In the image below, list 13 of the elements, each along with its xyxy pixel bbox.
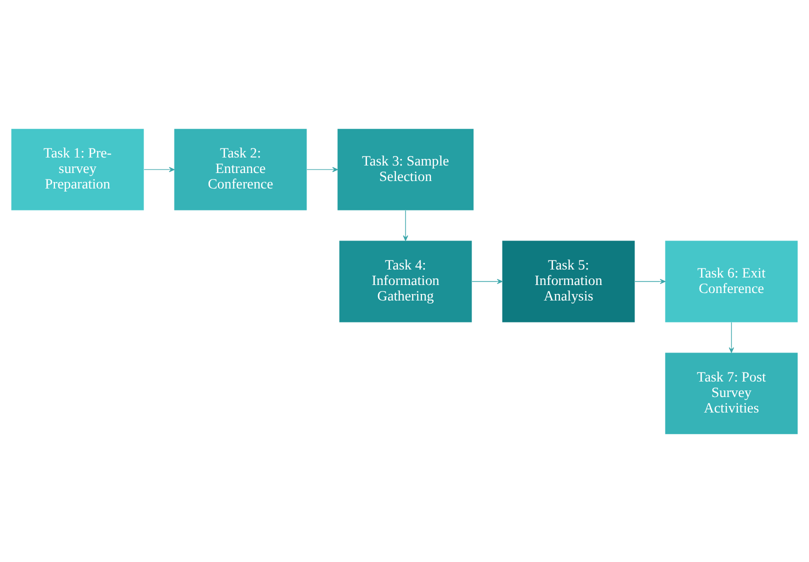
arrow (144, 166, 175, 172)
arrow (472, 278, 503, 284)
node-box: Task 7: Post Survey Activities (665, 352, 798, 434)
node-box: Task 4: Information Gathering (339, 240, 472, 322)
arrow (306, 166, 338, 172)
arrow (728, 322, 734, 352)
node-box: Task 1: Pre-survey Preparation (11, 128, 144, 210)
node-box: Task 3: Sample Selection (338, 128, 474, 210)
node-box: Task 5: Information Analysis (502, 240, 635, 322)
node-box: Task 2: Entrance Conference (174, 128, 307, 210)
node-box: Task 6: Exit Conference (665, 240, 798, 322)
arrow (402, 210, 408, 240)
arrow (634, 278, 666, 284)
